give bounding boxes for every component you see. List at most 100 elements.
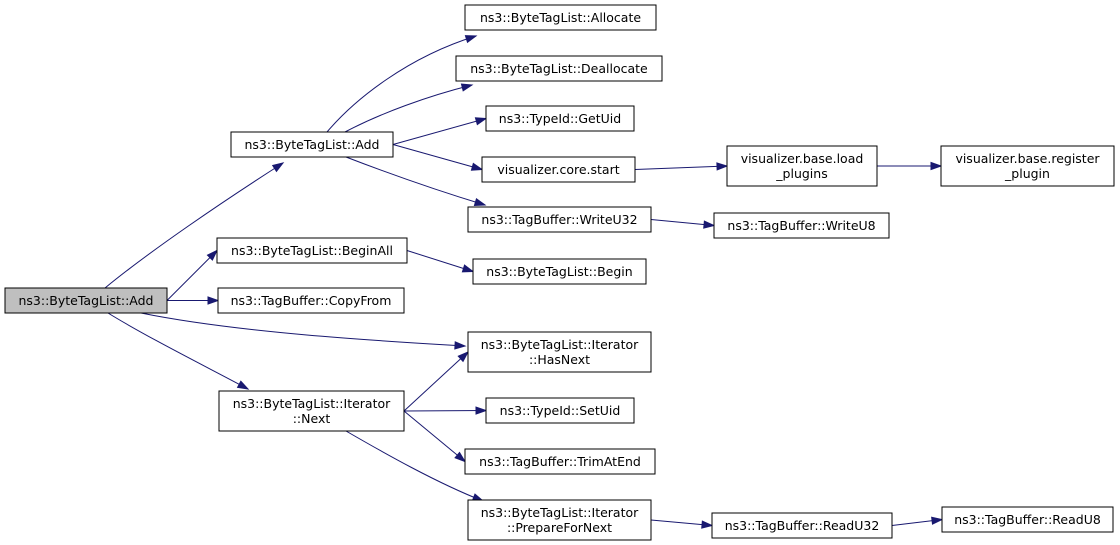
node-registerplugin[interactable]: visualizer.base.register_plugin <box>940 145 1115 187</box>
node-readu32[interactable]: ns3::TagBuffer::ReadU32 <box>711 512 893 539</box>
edge-arrowhead <box>454 451 467 463</box>
edge-line <box>345 156 486 206</box>
edge-writeu32-to-writeu8 <box>650 219 716 229</box>
edge-root-to-add2 <box>104 162 285 289</box>
node-label: visualizer.core.start <box>497 162 619 177</box>
node-box <box>218 390 405 432</box>
node-label: ns3::ByteTagList::BeginAll <box>231 243 393 258</box>
node-label: ns3::ByteTagList::Begin <box>486 264 632 279</box>
edge-add2-to-deallocate <box>344 83 474 133</box>
edge-line <box>406 250 474 272</box>
edge-line <box>104 162 284 289</box>
node-label: visualizer.base.register <box>955 151 1100 166</box>
node-iternext[interactable]: ns3::ByteTagList::Iterator::Next <box>218 390 405 432</box>
edge-arrowhead <box>475 406 488 415</box>
edge-arrowhead <box>464 35 478 44</box>
node-box <box>726 145 878 187</box>
edge-arrowhead <box>460 83 474 92</box>
node-begin[interactable]: ns3::ByteTagList::Begin <box>472 258 647 285</box>
node-getuid[interactable]: ns3::TypeId::GetUid <box>485 105 635 132</box>
node-box <box>455 55 663 82</box>
node-box <box>711 512 893 539</box>
edge-arrowhead <box>931 516 944 525</box>
node-label: ns3::TagBuffer::TrimAtEnd <box>479 454 641 469</box>
edge-arrowhead <box>461 264 475 273</box>
edge-arrowhead <box>703 220 716 229</box>
node-label: ns3::TagBuffer::ReadU8 <box>954 512 1101 527</box>
node-label: ::HasNext <box>529 352 590 367</box>
edge-add2-to-allocate <box>326 35 478 133</box>
node-label: ::PrepareForNext <box>507 520 612 535</box>
edge-iternext-to-hasnext <box>403 350 470 412</box>
node-label: ns3::ByteTagList::Add <box>244 137 379 152</box>
node-writeu32[interactable]: ns3::TagBuffer::WriteU32 <box>467 206 652 233</box>
node-box <box>481 156 636 183</box>
node-copyfrom[interactable]: ns3::TagBuffer::CopyFrom <box>217 287 405 314</box>
edge-arrowhead <box>473 197 487 206</box>
edge-arrowhead <box>470 162 484 171</box>
call-edges <box>104 35 944 529</box>
node-label: ns3::TypeId::SetUid <box>500 403 621 418</box>
edge-line <box>392 118 487 145</box>
node-label: ns3::TagBuffer::ReadU32 <box>725 518 880 533</box>
node-trimatend[interactable]: ns3::TagBuffer::TrimAtEnd <box>464 448 656 475</box>
edge-line <box>140 312 466 347</box>
edge-line <box>650 219 715 226</box>
node-box <box>941 506 1114 533</box>
edge-beginall-to-begin <box>406 250 475 273</box>
edge-line <box>634 165 728 170</box>
node-box <box>485 105 635 132</box>
node-writeu8[interactable]: ns3::TagBuffer::WriteU8 <box>713 212 890 239</box>
edge-arrowhead <box>716 162 729 171</box>
node-hasnext[interactable]: ns3::ByteTagList::Iterator::HasNext <box>467 331 652 373</box>
node-box <box>467 331 652 373</box>
edge-line <box>403 351 469 412</box>
node-box <box>230 131 394 158</box>
node-box <box>472 258 647 285</box>
node-box <box>464 448 656 475</box>
node-label: ::Next <box>293 411 331 426</box>
node-beginall[interactable]: ns3::ByteTagList::BeginAll <box>216 237 408 264</box>
edge-arrowhead <box>206 249 219 261</box>
node-box <box>940 145 1115 187</box>
node-label: ns3::ByteTagList::Iterator <box>481 505 639 520</box>
node-label: ns3::ByteTagList::Allocate <box>480 10 641 25</box>
node-deallocate[interactable]: ns3::ByteTagList::Deallocate <box>455 55 663 82</box>
node-box <box>4 287 168 314</box>
node-label: _plugins <box>775 166 827 181</box>
node-box <box>464 4 657 31</box>
edge-vcstart-to-loadplugins <box>634 162 729 171</box>
edge-root-to-copyfrom <box>167 296 220 305</box>
node-vcstart[interactable]: visualizer.core.start <box>481 156 636 183</box>
node-label: ns3::TypeId::GetUid <box>499 111 621 126</box>
node-add2[interactable]: ns3::ByteTagList::Add <box>230 131 394 158</box>
edge-arrowhead <box>701 520 714 529</box>
edge-arrowhead <box>474 117 488 126</box>
node-box <box>485 397 635 424</box>
edge-preparefornext-to-readu32 <box>650 519 714 529</box>
node-setuid[interactable]: ns3::TypeId::SetUid <box>485 397 635 424</box>
edge-line <box>166 250 218 301</box>
edge-root-to-beginall <box>166 249 219 301</box>
edge-loadplugins-to-registerplugin <box>877 161 943 171</box>
node-label: ns3::ByteTagList::Iterator <box>481 337 639 352</box>
node-loadplugins[interactable]: visualizer.base.load_plugins <box>726 145 878 187</box>
node-readu8[interactable]: ns3::TagBuffer::ReadU8 <box>941 506 1114 533</box>
edge-iternext-to-setuid <box>403 406 488 415</box>
node-label: ns3::TagBuffer::WriteU8 <box>727 218 875 233</box>
edge-root-to-iternext <box>107 312 250 390</box>
edge-line <box>392 144 483 170</box>
node-preparefornext[interactable]: ns3::ByteTagList::Iterator::PrepareForNe… <box>467 499 652 541</box>
edge-arrowhead <box>207 296 220 305</box>
node-label: ns3::ByteTagList::Deallocate <box>470 61 648 76</box>
node-root[interactable]: ns3::ByteTagList::Add <box>4 287 168 314</box>
edge-arrowhead <box>457 350 470 363</box>
node-box <box>467 499 652 541</box>
edge-arrowhead <box>271 162 285 173</box>
node-label: ns3::TagBuffer::WriteU32 <box>481 212 637 227</box>
edge-line <box>403 410 466 462</box>
edge-line <box>344 84 473 133</box>
edge-add2-to-writeu32 <box>345 156 487 206</box>
node-allocate[interactable]: ns3::ByteTagList::Allocate <box>464 4 657 31</box>
